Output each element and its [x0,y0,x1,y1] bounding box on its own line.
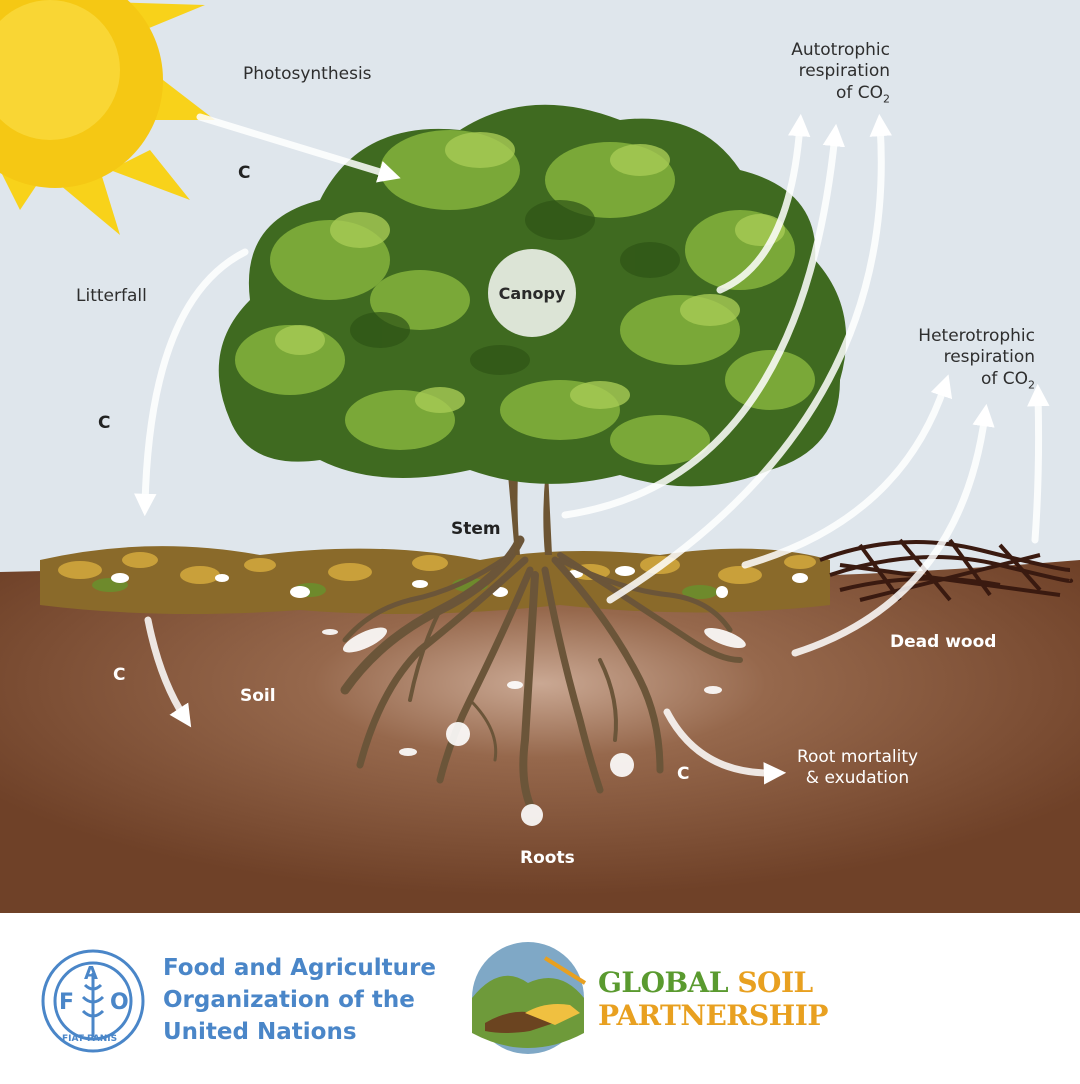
dead-wood [819,538,1074,602]
arrow-soil [144,616,192,728]
label-litterfall: Litterfall [76,286,147,306]
canopy-badge: Canopy [488,249,576,337]
fao-line2: Organization of the [163,987,415,1013]
gsp-globe-handshake-icon [472,942,587,1054]
gsp-word-global: GLOBAL [598,966,729,999]
label-carbon-left: C [98,413,111,433]
root-mort-line1: Root mortality [796,747,919,767]
fao-line1: Food and Agriculture [163,955,436,981]
arrow-auto-3 [606,113,892,604]
fao-emblem-letters: F A O FIAT PANIS [59,963,129,1044]
auto-line2: respiration [798,61,890,82]
arrow-hetero-2 [791,403,995,657]
hetero-line2: respiration [943,347,1035,368]
label-carbon-top: C [238,163,251,183]
gsp-word-soil: SOIL [737,966,813,999]
auto-line1: Autotrophic [791,40,890,60]
arrow-litterfall [134,248,249,517]
fao-name: Food and Agriculture Organization of the… [163,952,436,1048]
label-soil: Soil [240,686,276,706]
arrow-auto-2 [561,123,846,519]
hetero-line1: Heterotrophic [918,326,1035,346]
fao-line3: United Nations [163,1019,357,1045]
arrow-root-mortality [663,708,787,785]
label-carbon-soil: C [113,665,126,685]
label-roots: Roots [520,848,575,868]
label-carbon-root: C [677,764,690,784]
soil-organisms [322,627,746,826]
gsp-name: GLOBAL SOIL PARTNERSHIP [598,966,828,1032]
arrow-hetero-3 [1027,383,1050,544]
footer-graphics: F A O FIAT PANIS [41,942,587,1054]
root-mort-line2: & exudation [805,768,910,789]
trunk [505,440,565,555]
fao-letter-f: F [59,990,74,1015]
gsp-word-partnership: PARTNERSHIP [598,999,828,1032]
sun-icon [0,0,215,235]
auto-sub: 2 [883,91,890,105]
fao-letter-o: O [110,990,129,1015]
auto-line3: of CO [835,82,883,103]
hetero-sub: 2 [1028,377,1035,391]
leaf-litter [40,546,830,614]
arrow-photosynthesis [196,113,401,183]
label-dead-wood: Dead wood [890,632,997,652]
carbon-flux-arrows [134,113,1050,785]
scene-illustration [0,0,1080,913]
fao-motto: FIAT PANIS [62,1034,117,1044]
label-heterotrophic-respiration: Heterotrophic respiration of CO2 [905,326,1035,392]
label-root-mortality: Root mortality & exudation [790,747,925,790]
label-photosynthesis: Photosynthesis [243,64,372,84]
arrow-hetero-1 [741,374,953,569]
arrow-auto-1 [716,113,811,294]
fao-letter-a: A [84,963,98,984]
fao-emblem-icon [41,949,145,1053]
label-stem: Stem [451,519,501,539]
label-autotrophic-respiration: Autotrophic respiration of CO2 [760,40,890,106]
footer-logos: F A O FIAT PANIS Food and Agriculture Or… [0,913,1080,1084]
hetero-line3: of CO [980,368,1028,389]
label-canopy: Canopy [498,283,566,303]
roots [340,535,743,809]
